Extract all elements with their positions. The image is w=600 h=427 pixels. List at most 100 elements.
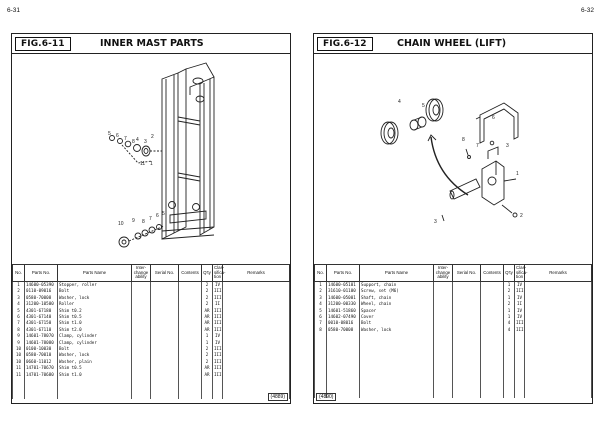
right-fig-title: CHAIN WHEEL (LIFT) [397,38,507,49]
cell-remarks [524,301,592,308]
col-classification: Clas-sifica-tion [514,264,527,282]
col-qty: Q'ty [503,264,515,282]
cell-interchange [433,281,453,289]
cell-remarks [222,371,290,379]
cell-parts-name: Stopper, roller [57,281,132,289]
cell-parts-name: Support, chain [359,281,434,289]
cell-remarks [222,281,290,289]
cell-remarks [222,326,290,334]
table-filler [12,378,290,400]
cell-interchange [131,281,151,289]
cell-class: IV [514,281,525,289]
left-parts-table: No. Parts No. Parts Name Inter-change ab… [12,264,290,400]
cell-contents [178,281,202,289]
svg-text:10: 10 [118,221,124,227]
svg-text:6: 6 [492,115,495,121]
cell-class: IV [212,281,223,289]
left-figure-header: FIG.6-11 INNER MAST PARTS [12,34,290,54]
cell-parts-no: 31610-01100 [326,288,360,295]
cell-parts-no: 14600-05390 [24,281,58,289]
cell-parts-no: 14701-70670 [24,365,58,372]
cell-class: III [212,371,223,379]
col-remarks: Remarks [222,264,290,282]
cell-remarks [222,358,290,366]
svg-text:2: 2 [151,134,154,140]
svg-text:4: 4 [136,137,139,143]
cell-remarks [524,320,592,327]
svg-text:8: 8 [462,137,465,143]
right-parts-table: No. Parts No. Parts Name Inter-change ab… [314,264,592,399]
cell-remarks [524,294,592,302]
cell-class: III [212,320,223,327]
col-no: No. [314,264,327,282]
svg-text:9: 9 [132,218,135,224]
cell-qty: 1 [503,281,515,289]
left-figure-frame: FIG.6-11 INNER MAST PARTS [11,33,291,404]
chain-wheel-drawing: 45 78 63 13 2 [380,98,523,225]
cell-parts-no: 14601-78070 [24,333,58,340]
svg-text:3: 3 [144,139,147,145]
svg-text:6: 6 [156,213,159,219]
right-fig-label: FIG.6-12 [317,37,373,51]
col-contents: Contents [178,264,202,282]
col-serial-no: Serial No. [150,264,179,282]
right-page-number: 6-32 [580,7,594,14]
left-page-number: 6-31 [7,7,21,14]
cell-remarks [524,326,592,334]
cell-remarks [524,281,592,289]
cell-remarks [222,339,290,347]
col-interchangeability: Inter-change ability [131,264,151,282]
cell-remarks [222,365,290,372]
svg-text:3: 3 [434,219,437,225]
cell-serial [150,281,179,289]
col-parts-no: Parts No. [24,264,58,282]
col-serial-no: Serial No. [452,264,481,282]
cell-class: III [514,288,525,295]
left-fig-label: FIG.6-11 [15,37,71,51]
col-qty: Q'ty [201,264,213,282]
table-filler [314,333,592,399]
cell-remarks [222,288,290,295]
cell-remarks [222,307,290,315]
cell-no: 1 [314,281,327,289]
cell-parts-no: 31200-00330 [326,301,360,308]
right-figure-header: FIG.6-12 CHAIN WHEEL (LIFT) [314,34,592,54]
svg-text:6: 6 [116,133,119,139]
cell-parts-no: 31200-10500 [24,301,58,308]
right-table-header: No. Parts No. Parts Name Inter-change ab… [314,264,592,282]
cell-remarks [222,346,290,353]
col-remarks: Remarks [524,264,592,282]
cell-class: III [514,326,525,334]
left-footer-code: (4889) [267,393,288,401]
cell-parts-no: 14701-70680 [24,371,58,379]
cell-remarks [222,333,290,340]
cell-remarks [222,314,290,321]
col-interchangeability: Inter-change ability [433,264,453,282]
cell-class: III [212,365,223,372]
cell-remarks [222,352,290,359]
cell-qty: 2 [201,281,213,289]
col-contents: Contents [480,264,504,282]
cell-remarks [524,314,592,321]
